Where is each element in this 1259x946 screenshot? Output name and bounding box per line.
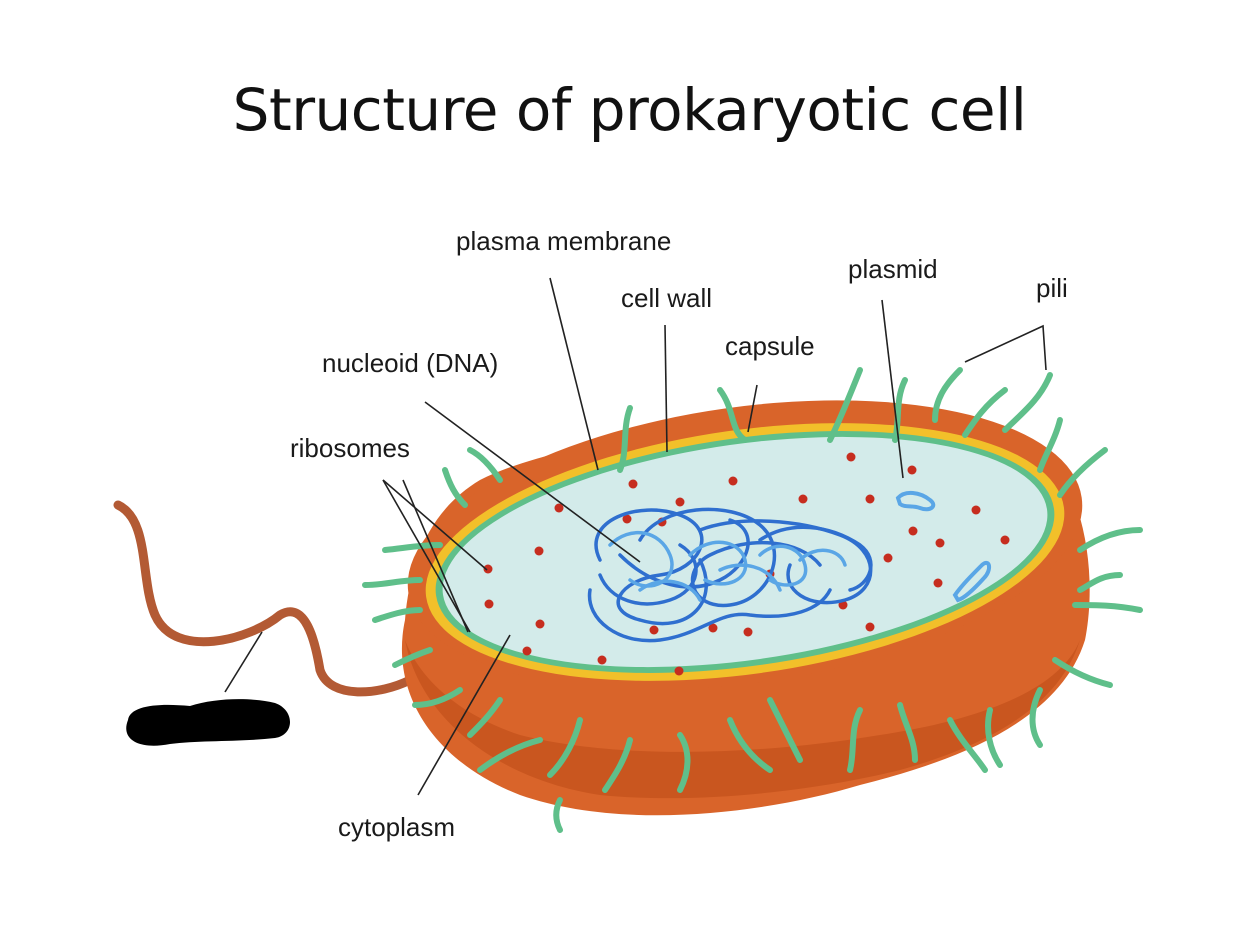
pointer-plasma-membrane bbox=[549, 277, 599, 471]
ribosome-dot bbox=[865, 622, 875, 632]
ribosome-dot bbox=[908, 526, 918, 536]
pointer-ribosomes-3 bbox=[402, 479, 469, 633]
ribosome-dot bbox=[935, 538, 945, 548]
label-capsule: capsule bbox=[725, 331, 815, 361]
ribosome-dot bbox=[907, 465, 917, 475]
redaction-mark bbox=[126, 699, 290, 746]
ribosome-dot bbox=[554, 503, 564, 513]
label-nucleoid: nucleoid (DNA) bbox=[322, 348, 498, 378]
ribosome-dot bbox=[971, 505, 981, 515]
pointer-capsule bbox=[747, 384, 758, 433]
ribosome-dot bbox=[674, 666, 684, 676]
ribosome-dot bbox=[522, 646, 532, 656]
ribosome-dot bbox=[649, 625, 659, 635]
ribosomes-group bbox=[483, 452, 1010, 676]
ribosome-dot bbox=[597, 655, 607, 665]
pointer-pili bbox=[964, 324, 1047, 371]
ribosome-dot bbox=[534, 546, 544, 556]
ribosome-dot bbox=[865, 494, 875, 504]
ribosome-dot bbox=[933, 578, 943, 588]
pointer-ribosomes-1 bbox=[382, 479, 488, 571]
label-cell-wall: cell wall bbox=[621, 283, 712, 313]
ribosome-dot bbox=[483, 564, 493, 574]
label-cytoplasm: cytoplasm bbox=[338, 812, 455, 842]
flagellum bbox=[113, 500, 415, 697]
ribosome-dot bbox=[622, 514, 632, 524]
pointer-plasmid bbox=[881, 299, 904, 479]
ribosome-dot bbox=[1000, 535, 1010, 545]
plasmids bbox=[895, 491, 991, 603]
ribosome-dot bbox=[484, 599, 494, 609]
pointer-flagellum bbox=[224, 631, 263, 693]
label-plasma-membrane: plasma membrane bbox=[456, 226, 671, 256]
pili-group bbox=[362, 367, 1143, 833]
label-plasmid: plasmid bbox=[848, 254, 938, 284]
label-pili: pili bbox=[1036, 273, 1068, 303]
pointer-lines bbox=[224, 277, 1047, 796]
ribosome-dot bbox=[628, 479, 638, 489]
ribosome-dot bbox=[846, 452, 856, 462]
pointer-cytoplasm bbox=[417, 634, 511, 796]
capsule-shadow bbox=[405, 640, 1080, 799]
ribosome-dot bbox=[743, 627, 753, 637]
nucleoid-dna bbox=[587, 507, 873, 643]
ribosome-dot bbox=[728, 476, 738, 486]
ribosome-dot bbox=[535, 619, 545, 629]
label-ribosomes: ribosomes bbox=[290, 433, 410, 463]
ribosome-dot bbox=[798, 494, 808, 504]
slide-title: Structure of prokaryotic cell bbox=[232, 76, 1027, 144]
pointer-nucleoid bbox=[424, 401, 641, 563]
pointer-cell-wall bbox=[664, 324, 668, 453]
ribosome-dot bbox=[675, 497, 685, 507]
ribosome-dot bbox=[883, 553, 893, 563]
pointer-ribosomes-2 bbox=[382, 479, 471, 633]
ribosome-dot bbox=[708, 623, 718, 633]
